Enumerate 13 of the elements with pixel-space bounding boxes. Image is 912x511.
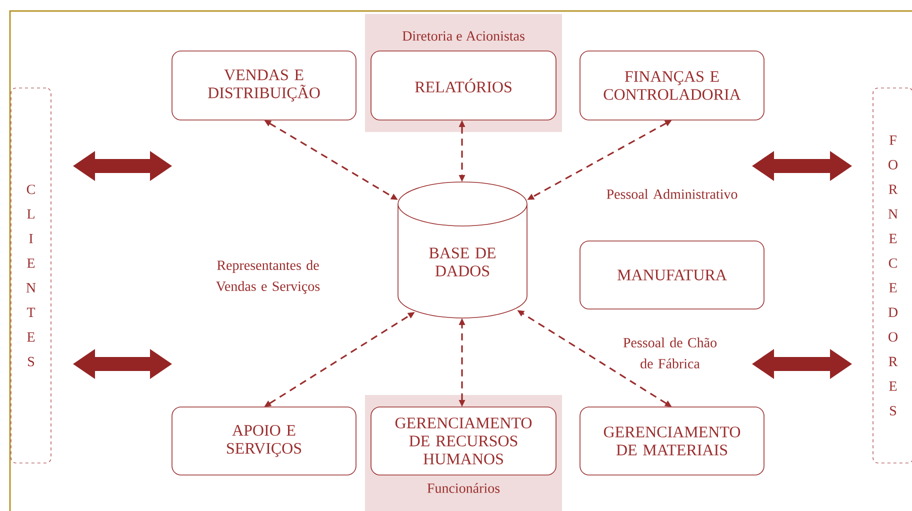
process-box: FINANÇAS E CONTROLADORIA <box>580 50 764 120</box>
text-label: Pessoal de Chão de Fábrica <box>623 338 717 368</box>
process-box: GERENCIAMENTO DE RECURSOS HUMANOS <box>370 406 556 476</box>
process-box: MANUFATURA <box>580 240 764 310</box>
process-box: APOIO E SERVIÇOS <box>172 406 356 476</box>
dashed-box: C L I E N T E S <box>10 88 52 464</box>
process-box: VENDAS E DISTRIBUIÇÃO <box>172 50 356 120</box>
process-box: RELATÓRIOS <box>370 50 556 120</box>
process-box: GERENCIAMENTO DE MATERIAIS <box>580 406 764 476</box>
database-cylinder: BASE DE DADOS <box>398 182 528 318</box>
text-label: Representantes de Vendas e Serviços <box>216 260 320 294</box>
dashed-box: F O R N E C E D O R E S <box>872 88 912 464</box>
text-label: Pessoal Administrativo <box>606 189 738 199</box>
